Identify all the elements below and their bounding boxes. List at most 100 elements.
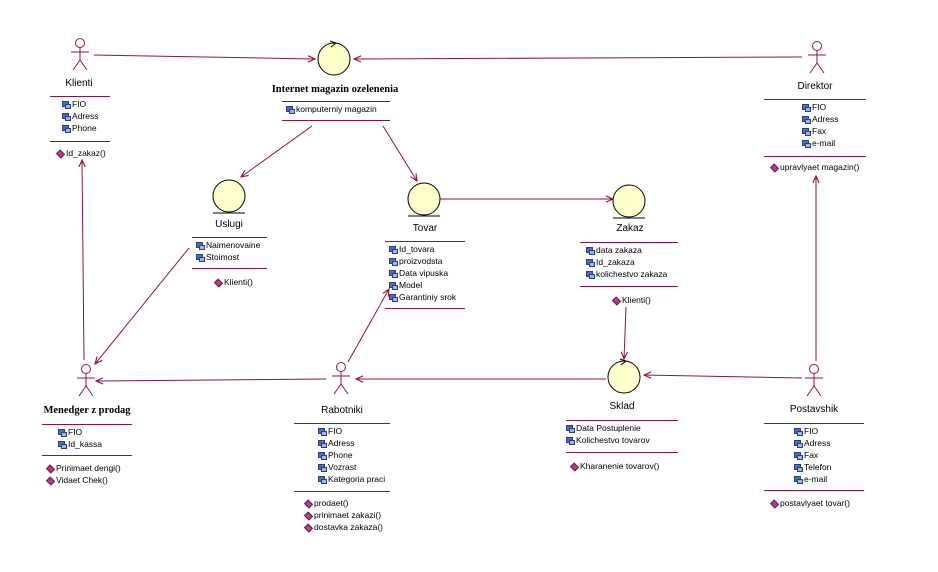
operation-list: Klienti()	[612, 294, 651, 306]
attribute-icon	[566, 424, 575, 433]
operation-row: prodaet()	[304, 497, 383, 509]
node-name: Zakaz	[616, 223, 644, 234]
attribute-label: Model	[399, 280, 423, 290]
operation-label: Id_zakaz()	[66, 148, 106, 158]
attribute-icon	[586, 258, 595, 267]
attribute-row: Garantiniy srok	[389, 291, 456, 303]
attribute-label: Garantiniy srok	[399, 292, 457, 302]
operation-list: Prinimaet dengi()Vidaet Chek()	[46, 462, 121, 486]
attribute-label: Kolichestvo tovarov	[576, 435, 650, 445]
node-name: Tovar	[412, 223, 438, 234]
attribute-row: Kolichestvo tovarov	[566, 434, 650, 446]
entity-zakaz-icon	[612, 184, 646, 219]
attribute-label: data zakaza	[596, 245, 642, 255]
node-name: Internet magazin ozelenenia	[271, 84, 399, 95]
attribute-label: e-mail	[804, 474, 828, 484]
operation-icon	[770, 499, 778, 507]
actor-postavshik-figure	[805, 364, 823, 397]
operation-row: Kharanenie tovarov()	[570, 460, 659, 472]
attribute-label: Adress	[812, 114, 839, 124]
operation-list: Klienti()	[214, 276, 253, 288]
operation-label: Kharanenie tovarov()	[580, 461, 660, 471]
attribute-icon	[389, 245, 398, 254]
operation-list: Id_zakaz()	[56, 147, 106, 159]
attribute-list: komputerniy magazin	[286, 103, 377, 115]
attribute-icon	[62, 100, 71, 109]
operation-row: Id_zakaz()	[56, 147, 106, 159]
operation-row: Prinimaet dengi()	[46, 462, 121, 474]
attribute-icon	[58, 428, 67, 437]
attribute-label: Phone	[72, 123, 97, 133]
operation-icon	[612, 296, 620, 304]
attribute-row: e-mail	[802, 137, 838, 149]
attribute-icon	[389, 293, 398, 302]
attribute-label: Fax	[804, 450, 819, 460]
edge-internet-tovar	[382, 125, 417, 181]
attribute-row: Id_tovara	[389, 243, 456, 255]
attribute-row: Adress	[318, 437, 385, 449]
attribute-label: Id_tovara	[399, 244, 435, 254]
operation-label: Prinimaet dengi()	[56, 463, 121, 473]
attribute-icon	[794, 439, 803, 448]
attribute-icon	[318, 439, 327, 448]
attribute-icon	[794, 427, 803, 436]
attribute-row: komputerniy magazin	[286, 103, 377, 115]
operation-label: dostavka zakaza()	[314, 522, 383, 532]
operation-label: Klienti()	[224, 277, 253, 287]
operation-row: Klienti()	[612, 294, 651, 306]
attribute-label: FIO	[804, 426, 819, 436]
attribute-icon	[794, 463, 803, 472]
attribute-icon	[389, 281, 398, 290]
attribute-row: Adress	[62, 110, 98, 122]
attribute-row: FIO	[802, 101, 838, 113]
attribute-row: Vozrast	[318, 461, 385, 473]
attribute-icon	[389, 269, 398, 278]
attribute-row: Id_zakaza	[586, 256, 667, 268]
attribute-icon	[318, 451, 327, 460]
attribute-icon	[794, 451, 803, 460]
attribute-row: Phone	[318, 449, 385, 461]
operation-icon	[56, 149, 64, 157]
attribute-icon	[802, 103, 811, 112]
attribute-icon	[566, 436, 575, 445]
operation-icon	[46, 476, 54, 484]
entity-tovar-icon	[407, 182, 441, 217]
attribute-row: Stoimost	[196, 251, 260, 263]
attribute-label: FIO	[812, 102, 827, 112]
attribute-row: Data Postuplenie	[566, 422, 650, 434]
attribute-label: FIO	[68, 427, 83, 437]
operation-label: prodaet()	[314, 498, 349, 508]
attribute-label: FIO	[328, 426, 343, 436]
attribute-label: FIO	[72, 99, 87, 109]
attribute-label: Naimenovaine	[206, 240, 261, 250]
operation-list: prodaet() prinimaet zakazi() dostavka zaka…	[304, 497, 383, 533]
edge-uslugi-menedger	[95, 247, 190, 364]
attribute-icon	[196, 253, 205, 262]
attribute-icon	[318, 463, 327, 472]
attribute-label: Adress	[328, 438, 355, 448]
node-name: Menedger z prodag	[43, 405, 131, 416]
operation-row: upravlyaet magazin()	[770, 161, 859, 173]
attribute-row: Adress	[794, 437, 831, 449]
operation-icon	[304, 499, 312, 507]
node-name: Rabotniki	[321, 405, 363, 416]
edge-menedger-klienti	[82, 160, 84, 361]
node-name: Sklad	[609, 401, 635, 412]
attribute-icon	[286, 105, 295, 114]
operation-label: prinimaet zakazi()	[314, 510, 382, 520]
attribute-row: Telefon	[794, 461, 831, 473]
operation-list: postavlyaet tovar()	[770, 497, 850, 509]
actor-direktor-figure	[808, 41, 826, 74]
control-internet-icon	[317, 40, 351, 76]
attribute-icon	[802, 115, 811, 124]
attribute-row: e-mail	[794, 473, 831, 485]
attribute-row: proizvodsta	[389, 255, 456, 267]
